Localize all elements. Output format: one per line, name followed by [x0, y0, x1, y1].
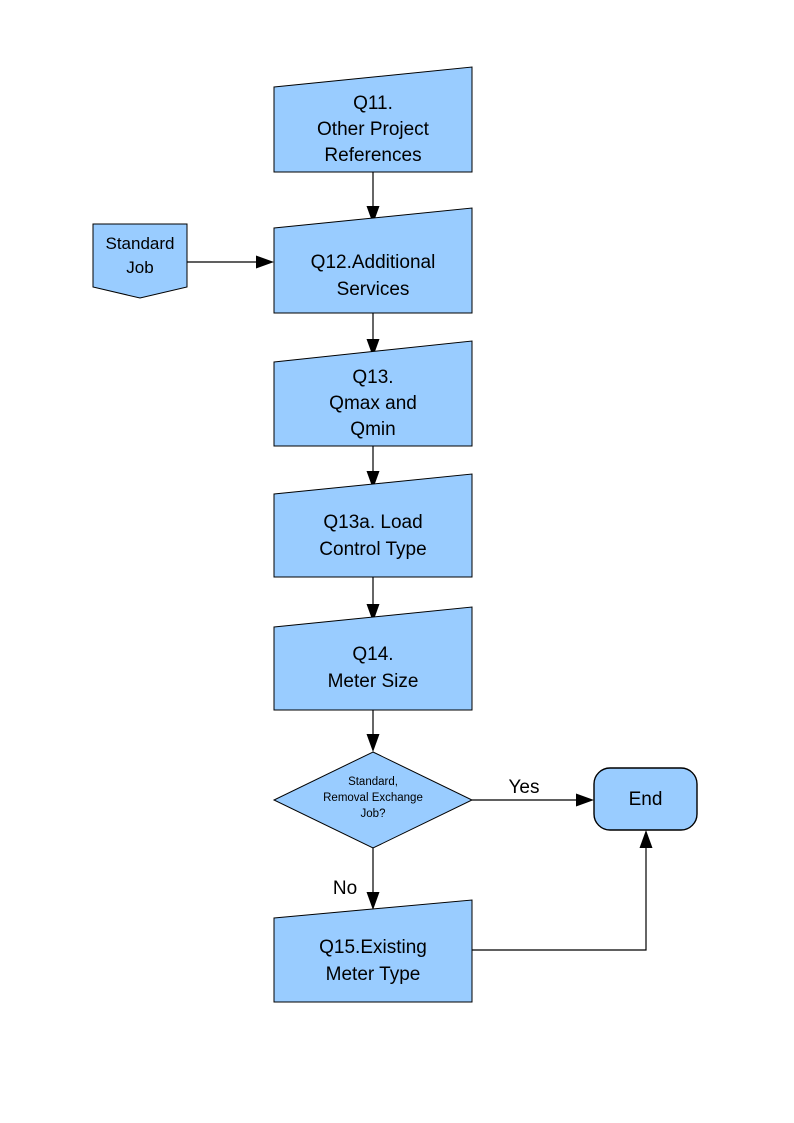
arrow-head-icon: [366, 339, 380, 357]
node-q13[interactable]: Q13. Qmax and Qmin: [273, 340, 473, 447]
node-q13a-label-line1: Q13a. Load: [323, 512, 422, 533]
node-standard-job-label-line1: Standard: [106, 234, 175, 253]
node-q15-shape[interactable]: [273, 899, 473, 1003]
connector-decision-to-q15-no: [366, 848, 380, 910]
connector-q11-to-q12: [366, 172, 380, 224]
connector-decision-to-end-yes: [472, 793, 594, 807]
connector-q12-to-q13: [366, 313, 380, 357]
node-end-shape[interactable]: [593, 767, 698, 831]
node-q13a[interactable]: Q13a. Load Control Type: [273, 473, 473, 578]
node-decision-label-line3: Job?: [361, 808, 386, 820]
arrow-head-icon: [366, 206, 380, 224]
node-q15-label-line1: Q15.Existing: [319, 937, 427, 958]
node-standard-job-shape[interactable]: [92, 223, 188, 299]
node-q14-shape[interactable]: [273, 606, 473, 711]
arrow-head-icon: [366, 471, 380, 489]
node-q14[interactable]: Q14. Meter Size: [273, 606, 473, 711]
node-end[interactable]: End: [593, 767, 698, 831]
node-q11-label-line2: Other Project: [317, 119, 430, 140]
node-q13-label-line1: Q13.: [352, 367, 393, 388]
node-standard-job-label-line2: Job: [126, 258, 153, 277]
node-q12-shape[interactable]: [273, 207, 473, 314]
node-q13-label-line2: Qmax and: [329, 393, 417, 414]
node-q11[interactable]: Q11. Other Project References: [273, 66, 473, 173]
node-q14-label-line1: Q14.: [352, 644, 393, 665]
node-q13-label-line3: Qmin: [350, 419, 395, 440]
arrow-head-icon: [366, 892, 380, 910]
connector-q13-to-q13a: [366, 446, 380, 489]
connector-q14-to-decision: [366, 710, 380, 752]
connector-q15-to-end: [470, 830, 653, 951]
node-q15[interactable]: Q15.Existing Meter Type: [273, 899, 473, 1003]
arrow-head-icon: [576, 793, 594, 807]
node-q11-shape[interactable]: [273, 66, 473, 173]
node-decision[interactable]: Standard, Removal Exchange Job?: [272, 751, 474, 849]
node-q12-label-line1: Q12.Additional: [311, 252, 436, 273]
node-q13a-label-line2: Control Type: [319, 539, 426, 560]
node-q11-label-line1: Q11.: [353, 93, 393, 114]
arrow-head-icon: [256, 255, 274, 269]
node-standard-job[interactable]: Standard Job: [92, 223, 188, 299]
node-decision-label-line2: Removal Exchange: [323, 792, 423, 804]
edge-label-no: No: [333, 878, 357, 899]
node-q13-shape[interactable]: [273, 340, 473, 447]
connector-standardjob-to-q12: [187, 255, 274, 269]
node-q12[interactable]: Q12.Additional Services: [273, 207, 473, 314]
node-decision-label-line1: Standard,: [348, 776, 398, 788]
edge-label-yes: Yes: [509, 777, 540, 798]
node-q15-label-line2: Meter Type: [326, 964, 421, 985]
node-q14-label-line2: Meter Size: [328, 671, 419, 692]
node-q11-label-line3: References: [324, 145, 421, 166]
arrow-head-icon: [366, 604, 380, 622]
arrow-head-icon: [366, 734, 380, 752]
node-end-label: End: [629, 789, 663, 810]
node-decision-shape[interactable]: [272, 751, 474, 849]
node-q12-label-line2: Services: [337, 279, 410, 300]
arrow-head-icon: [639, 830, 653, 848]
connector-q13a-to-q14: [366, 577, 380, 622]
node-q13a-shape[interactable]: [273, 473, 473, 578]
